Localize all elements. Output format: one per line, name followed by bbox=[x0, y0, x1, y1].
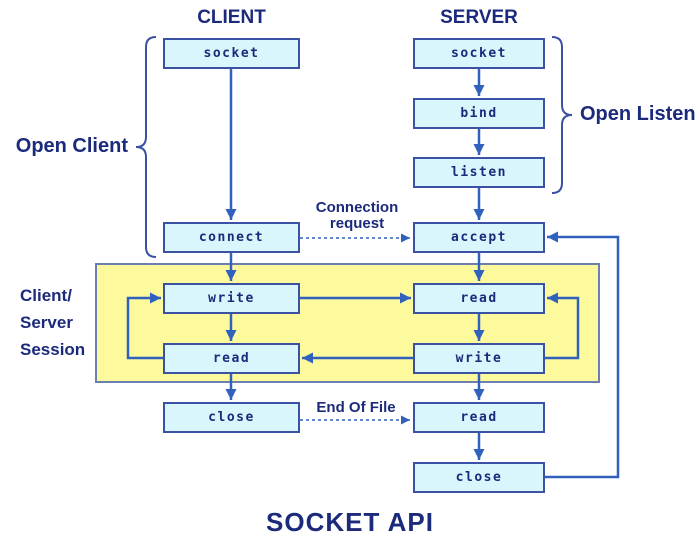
connection-request-label: Connection request bbox=[300, 200, 414, 232]
arrow-server-close-loop-to-accept bbox=[545, 231, 620, 479]
node-client-close: close bbox=[163, 402, 300, 433]
node-server-read2: read bbox=[413, 402, 545, 433]
diagram-title: SOCKET API bbox=[266, 507, 434, 537]
session-label-line1: Client/ bbox=[20, 286, 72, 305]
arrow-client-read-loop-to-write bbox=[126, 292, 163, 360]
node-server-write: write bbox=[413, 343, 545, 374]
connection-request-line1: Connection bbox=[315, 199, 399, 216]
session-label-line3: Session bbox=[20, 340, 86, 359]
open-client-brace bbox=[135, 36, 157, 258]
node-server-accept: accept bbox=[413, 222, 545, 253]
node-client-connect: connect bbox=[163, 222, 300, 253]
node-server-listen: listen bbox=[413, 157, 545, 188]
open-listen-label: Open Listen bbox=[580, 103, 696, 125]
node-client-read: read bbox=[163, 343, 300, 374]
arrow-server-write-loop-to-read bbox=[545, 292, 580, 360]
open-client-label: Open Client bbox=[15, 135, 128, 157]
end-of-file-label: End Of File bbox=[316, 399, 396, 416]
node-server-socket: socket bbox=[413, 38, 545, 69]
node-client-write: write bbox=[163, 283, 300, 314]
session-label-line2: Server bbox=[20, 313, 73, 332]
open-listen-brace bbox=[551, 36, 573, 194]
node-server-read1: read bbox=[413, 283, 545, 314]
client-column-header: CLIENT bbox=[197, 7, 266, 28]
node-server-close: close bbox=[413, 462, 545, 493]
node-server-bind: bind bbox=[413, 98, 545, 129]
node-client-socket: socket bbox=[163, 38, 300, 69]
connection-request-line2: request bbox=[329, 215, 385, 232]
session-label: Client/ Server Session bbox=[20, 282, 85, 363]
server-column-header: SERVER bbox=[440, 7, 518, 28]
